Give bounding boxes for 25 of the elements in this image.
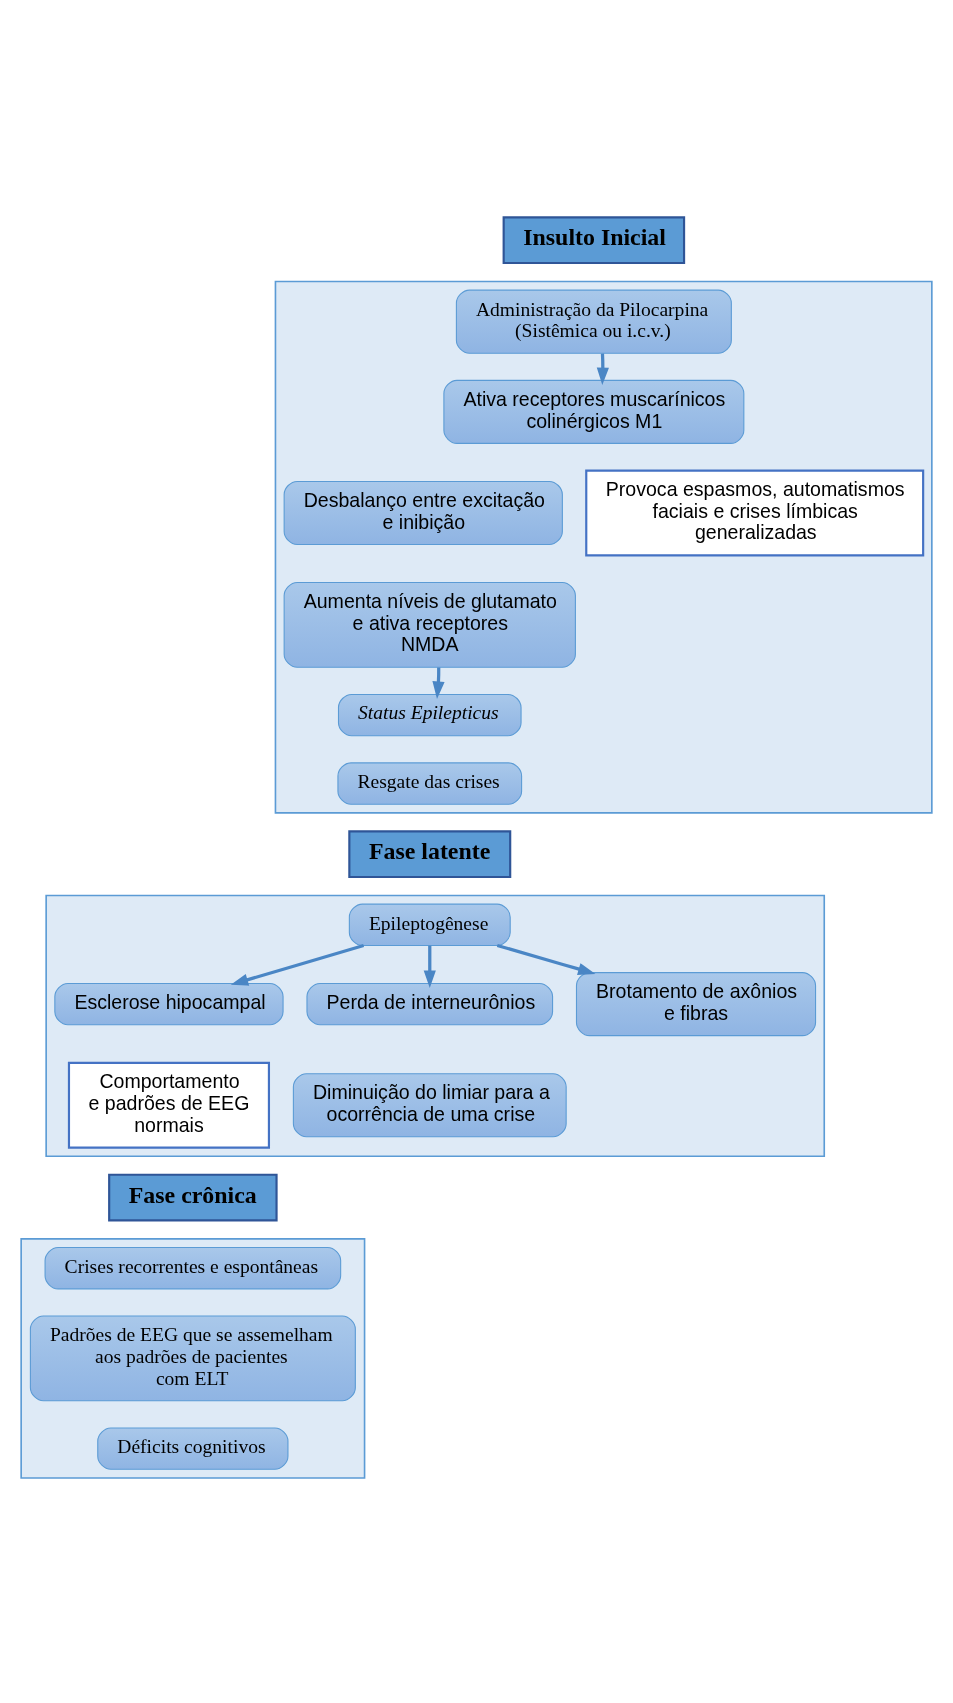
node-box: Status Epilepticus	[337, 693, 522, 736]
arrow	[230, 943, 365, 986]
cluster	[45, 894, 826, 1157]
node-box: Fase crônica	[108, 1173, 278, 1221]
cluster	[20, 1237, 366, 1479]
node-box: Epileptogênese	[348, 903, 511, 946]
node-box: Desbalanço entre excitação e inibição	[283, 480, 563, 545]
node-box: Resgate das crises	[337, 761, 523, 805]
cluster	[274, 280, 933, 814]
node-box: Aumenta níveis de glutamato e ativa receptores NMDA	[283, 581, 576, 668]
node-box: Crises recorrentes e espontâneas	[44, 1246, 342, 1289]
node-box: Administração da Pilocarpina (Sistêmica ou i.c.v.)	[455, 289, 732, 354]
node-box: Perda de interneurônios	[306, 982, 554, 1025]
node-box: Ativa receptores muscarínicos colinérgicos M1	[443, 379, 745, 444]
node-box: Déficits cognitivos	[97, 1426, 289, 1470]
node-box: Fase latente	[348, 829, 512, 878]
node-box: Brotamento de axônios e fibras	[575, 971, 817, 1036]
node-box: Insulto Inicial	[502, 215, 686, 264]
node-box: Comportamento e padrões de EEG normais	[67, 1061, 270, 1149]
node-box: Provoca espasmos, automatismos faciais e crises límbicas generalizadas	[585, 468, 925, 556]
arrow	[496, 943, 596, 975]
node-box: Diminuição do limiar para a ocorrência de uma crise	[292, 1072, 567, 1137]
node-box: Esclerose hipocampal	[54, 982, 284, 1025]
arrow	[423, 945, 436, 988]
node-box: Padrões de EEG que se assemelham aos padrões de pacientes com ELT	[29, 1315, 356, 1401]
